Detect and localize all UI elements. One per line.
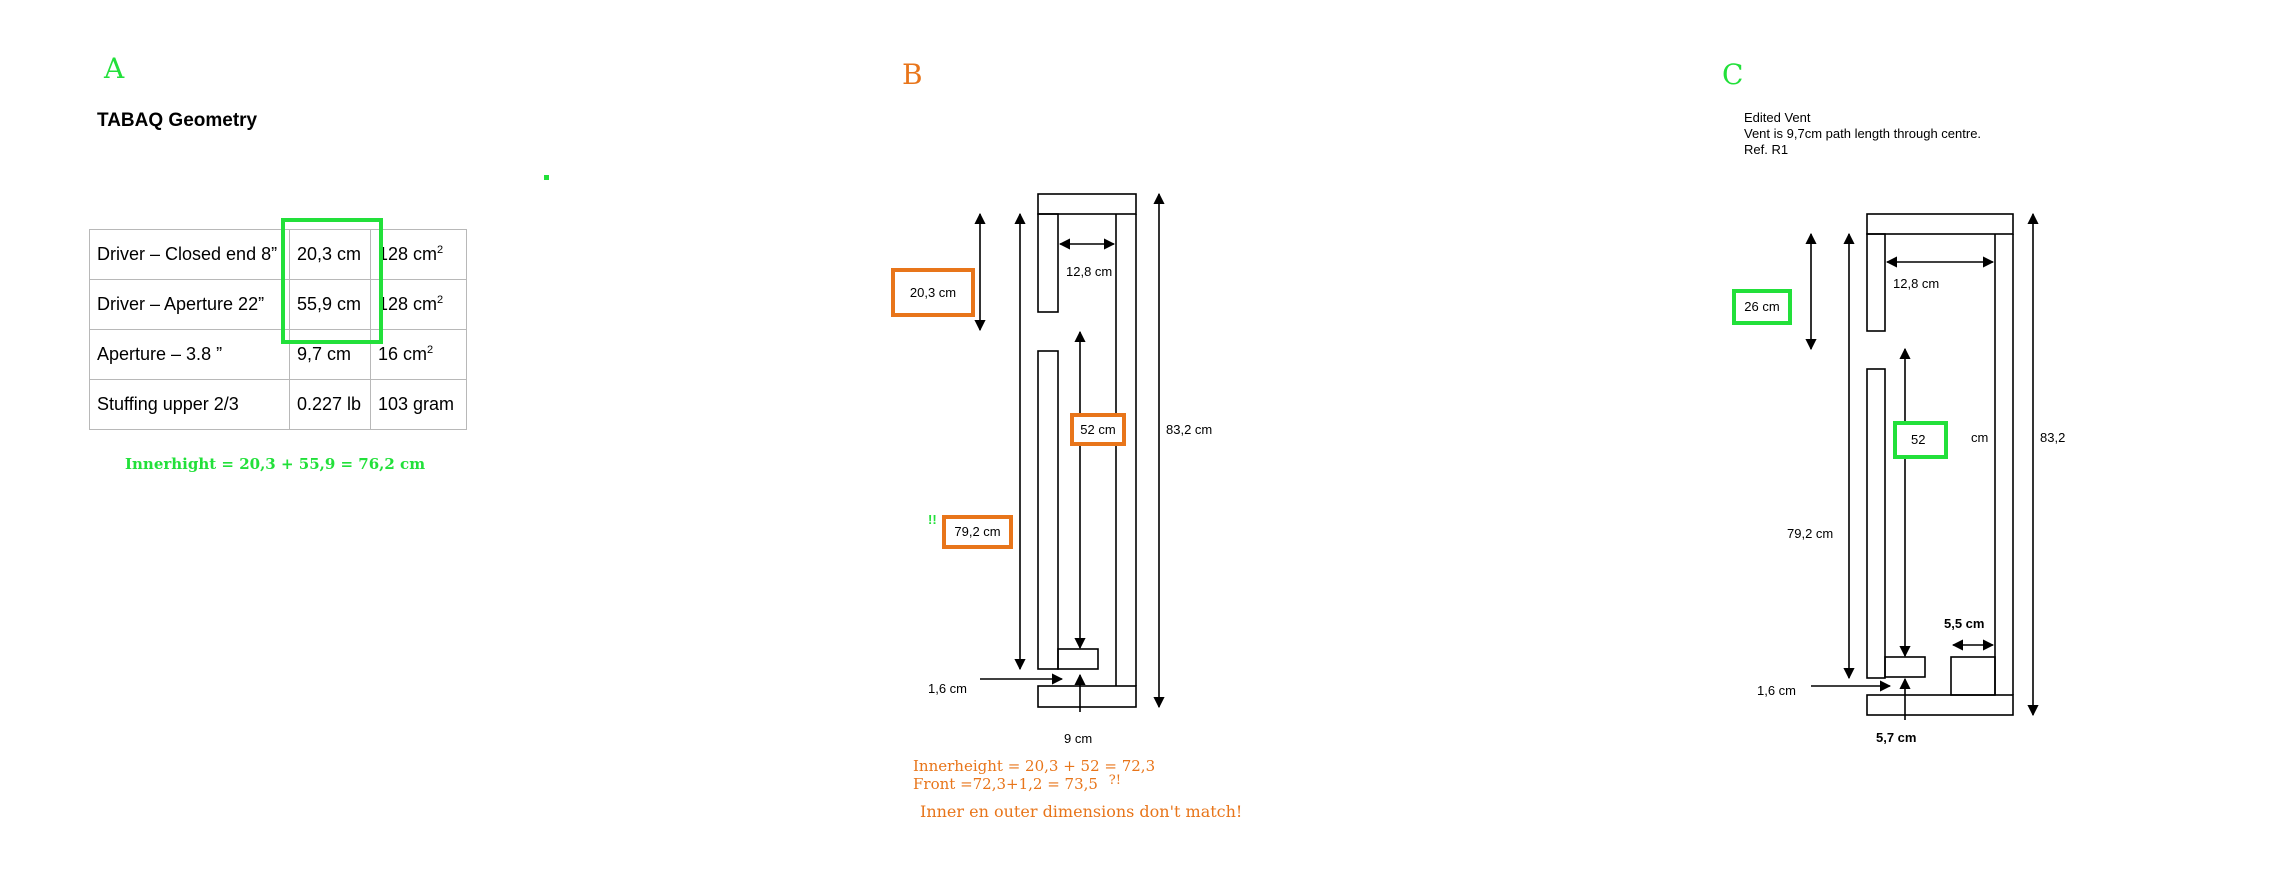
area-value: 128 cm xyxy=(378,294,438,314)
bottom-cap xyxy=(1866,694,2014,716)
table-row: Aperture – 3.8 ” 9,7 cm 16 cm2 xyxy=(89,329,467,380)
table-cell-length: 0.227 lb xyxy=(289,379,371,430)
panel-c-header-line: Ref. R1 xyxy=(1744,142,1789,157)
table-cell-area: 128 cm2 xyxy=(370,279,467,330)
question-mark: ?! xyxy=(1108,773,1121,788)
area-unit-superscript: 2 xyxy=(437,294,444,306)
dim-label-top-inner: 12,8 cm xyxy=(1893,276,1940,291)
left-upper-wall xyxy=(1866,233,1886,332)
panel-c-header-line: Edited Vent xyxy=(1744,110,1811,125)
left-lower-wall xyxy=(1866,368,1886,679)
dim-label-mid: 52 xyxy=(1911,432,1926,447)
bottom-cap xyxy=(1037,685,1137,708)
dim-label-bottom-gap: 1,6 cm xyxy=(1757,683,1797,698)
dim-label-outer-height: 83,2 xyxy=(2040,430,2066,445)
highlight-box-left-long: 79,2 cm xyxy=(942,515,1013,549)
panel-b-note-line2: Front =72,3+1,2 = 73,5 ?! xyxy=(913,773,1121,793)
panel-c-header-line: Vent is 9,7cm path length through centre… xyxy=(1744,126,1982,141)
cabinet-c-walls xyxy=(1866,213,2014,716)
left-upper-wall xyxy=(1037,213,1059,313)
panel-b-note-line2-text: Front =72,3+1,2 = 73,5 xyxy=(913,775,1098,793)
dim-label-bottom-gap: 1,6 cm xyxy=(928,681,968,696)
highlight-box-top-left: 26 cm xyxy=(1732,289,1792,325)
panel-b-letter: B xyxy=(902,58,923,91)
panel-a-note: Innerhight = 20,3 + 55,9 = 76,2 cm xyxy=(125,455,426,473)
table-cell-area: 16 cm2 xyxy=(370,329,467,380)
area-value: 103 gram xyxy=(378,394,455,414)
panel-a-letter: A xyxy=(104,52,125,85)
dim-label-top-left: 26 cm xyxy=(1744,299,1780,314)
table-cell-label: Aperture – 3.8 ” xyxy=(89,329,290,380)
panel-c-letter: C xyxy=(1722,58,1744,91)
panel-b-note-line3: Inner en outer dimensions don't match! xyxy=(920,802,1243,821)
dim-label-top-left: 20,3 cm xyxy=(909,285,957,300)
table-cell-area: 103 gram xyxy=(370,379,467,430)
green-dot-marker xyxy=(544,175,549,180)
dim-label-left-long: 79,2 cm xyxy=(1787,526,1834,541)
geometry-table: Driver – Closed end 8” 20,3 cm 128 cm2 D… xyxy=(89,229,467,430)
dim-label-left-long: 79,2 cm xyxy=(954,524,1001,539)
area-unit-superscript: 2 xyxy=(427,344,434,356)
dim-label-mid-unit: cm xyxy=(1971,430,1989,445)
panel-c-header: Edited Vent Vent is 9,7cm path length th… xyxy=(1744,110,1981,158)
dim-label-outer-height: 83,2 cm xyxy=(1166,422,1213,437)
left-lower-wall xyxy=(1037,350,1059,670)
dim-label-width: 5,7 cm xyxy=(1876,730,1917,745)
dim-label-mid: 52 cm xyxy=(1080,422,1116,437)
highlight-box-length-column xyxy=(281,218,383,344)
area-value: 128 cm xyxy=(378,244,438,264)
dim-label-vent: 5,5 cm xyxy=(1944,616,1985,631)
panel-a-title: TABAQ Geometry xyxy=(97,110,258,131)
top-cap xyxy=(1037,193,1137,215)
table-row: Driver – Closed end 8” 20,3 cm 128 cm2 xyxy=(89,229,467,280)
vent-block xyxy=(1884,656,1926,678)
highlight-box-mid: 52 xyxy=(1893,421,1948,459)
table-cell-label: Stuffing upper 2/3 xyxy=(89,379,290,430)
highlight-box-mid: 52 cm xyxy=(1070,413,1126,446)
area-value: 16 cm xyxy=(378,344,428,364)
exclamation-mark: !! xyxy=(928,512,937,527)
table-row: Stuffing upper 2/3 0.227 lb 103 gram xyxy=(89,379,467,430)
vent-port-block xyxy=(1950,656,1996,696)
area-unit-superscript: 2 xyxy=(437,244,444,256)
panel-b-note-line1: Innerheight = 20,3 + 52 = 72,3 xyxy=(913,757,1156,775)
dim-label-width: 9 cm xyxy=(1064,731,1093,746)
highlight-box-top-left: 20,3 cm xyxy=(891,268,975,317)
top-cap xyxy=(1866,213,2014,235)
dim-label-top-inner: 12,8 cm xyxy=(1066,264,1113,279)
